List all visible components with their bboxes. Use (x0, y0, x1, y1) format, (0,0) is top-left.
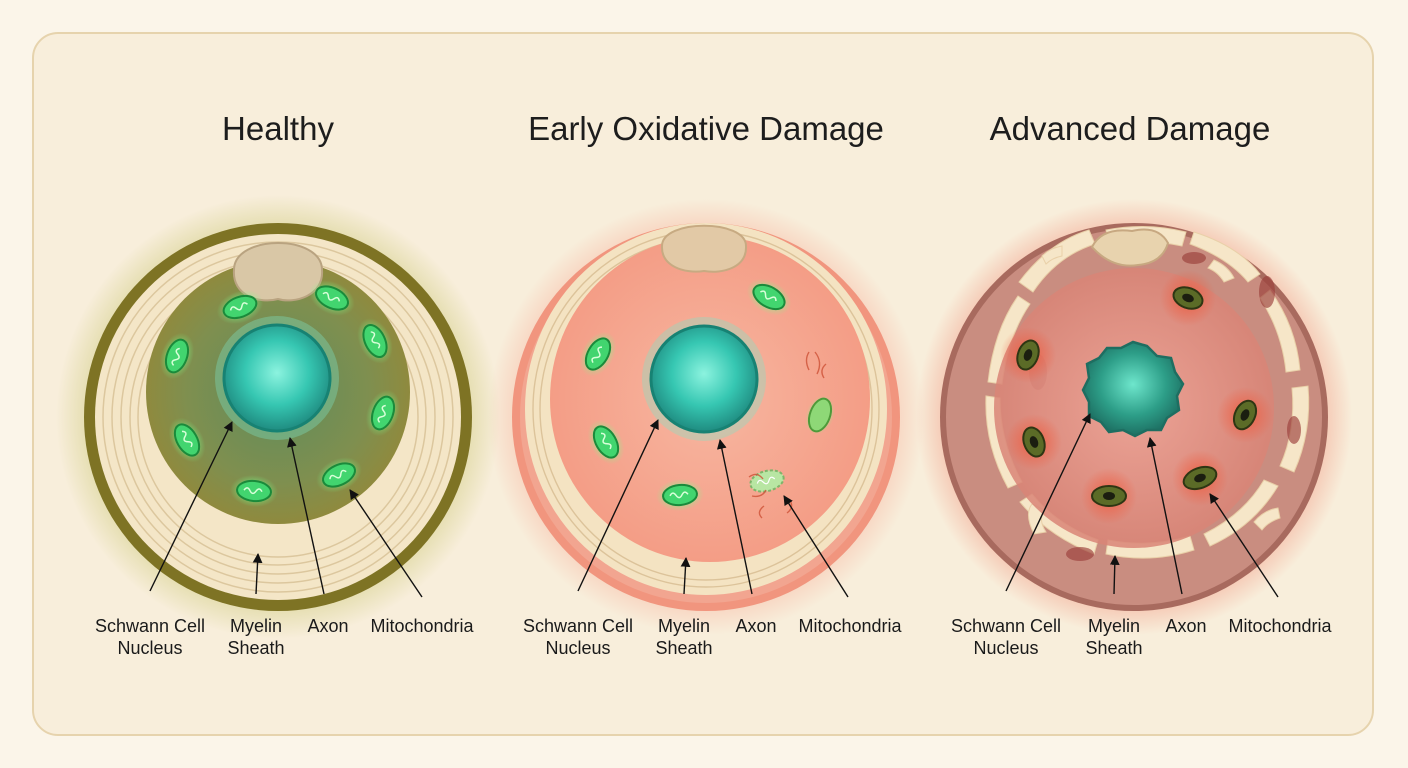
advanced-cell (916, 199, 1352, 635)
advanced-mitochondria (1000, 270, 1273, 524)
healthy-nucleus-label-line1: Schwann Cell (95, 616, 205, 636)
advanced-leader-lines (1005, 413, 1279, 598)
healthy-axon (222, 323, 332, 433)
early-axon (649, 324, 759, 434)
early-leader-lines (577, 419, 849, 598)
early-axon-label: Axon (735, 616, 776, 636)
healthy-nucleus-label-line2: Nucleus (117, 638, 182, 658)
early-nucleus-label-line1: Schwann Cell (523, 616, 633, 636)
advanced-mito-label: Mitochondria (1228, 616, 1332, 636)
diagram-panel: Healthy (32, 32, 1374, 736)
advanced-nucleus-label-line2: Nucleus (973, 638, 1038, 658)
healthy-mitochondria (159, 280, 401, 508)
healthy-myelin-label-line1: Myelin (230, 616, 282, 636)
early-title: Early Oxidative Damage (528, 110, 884, 147)
diagram-canvas: Healthy (56, 110, 1352, 658)
healthy-mito-label: Mitochondria (370, 616, 474, 636)
advanced-nucleus-label-line1: Schwann Cell (951, 616, 1061, 636)
early-myelin-label-line1: Myelin (658, 616, 710, 636)
early-mito-label: Mitochondria (798, 616, 902, 636)
advanced-panel: Advanced Damage (916, 110, 1352, 658)
early-panel: Early Oxidative Damage (488, 110, 924, 658)
advanced-myelin-label-line1: Myelin (1088, 616, 1140, 636)
healthy-axon-label: Axon (307, 616, 348, 636)
healthy-panel: Healthy (56, 110, 500, 658)
advanced-schwann-nucleus (1090, 228, 1170, 267)
early-schwann-nucleus (660, 224, 748, 273)
advanced-axon (1081, 340, 1185, 438)
advanced-axon-label: Axon (1165, 616, 1206, 636)
healthy-myelin-label-line2: Sheath (227, 638, 284, 658)
healthy-cell (56, 195, 500, 639)
healthy-title: Healthy (222, 110, 334, 147)
advanced-title: Advanced Damage (990, 110, 1271, 147)
early-mitochondria (579, 278, 835, 512)
early-myelin-label-line2: Sheath (655, 638, 712, 658)
early-nucleus-label-line2: Nucleus (545, 638, 610, 658)
early-cell (488, 199, 924, 635)
healthy-leader-lines (149, 421, 423, 598)
advanced-myelin-label-line2: Sheath (1085, 638, 1142, 658)
